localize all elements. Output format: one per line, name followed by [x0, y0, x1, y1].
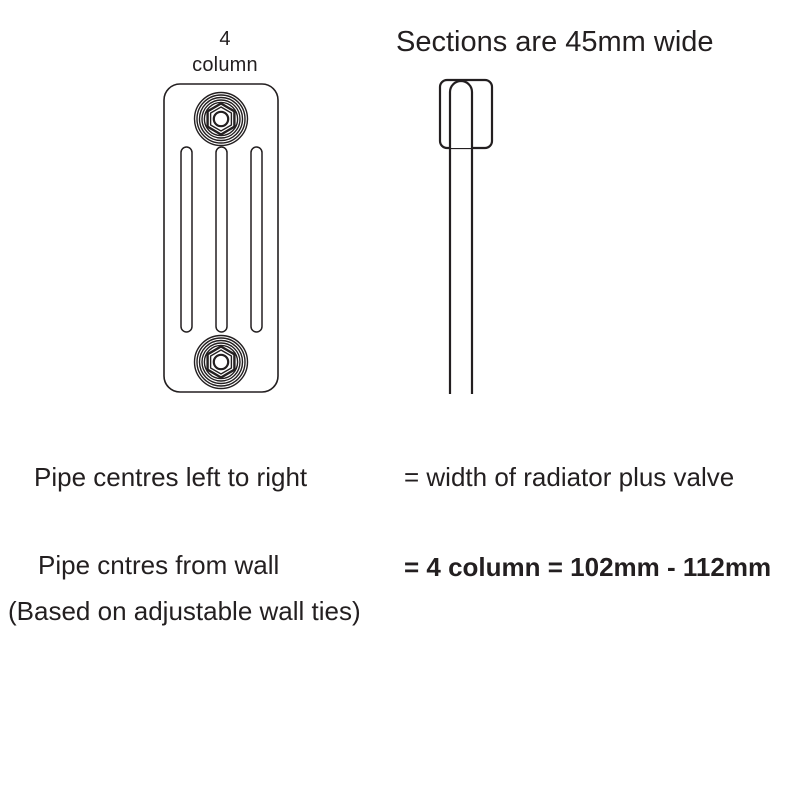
- front-view-label: 4 column: [150, 26, 300, 78]
- side-view-radiator: [438, 78, 494, 394]
- section-width-headline: Sections are 45mm wide: [396, 26, 714, 58]
- front-view-label-line1: 4: [219, 28, 231, 50]
- radiator-column-slots: [180, 146, 263, 333]
- note-row: Pipe centres left to right = width of ra…: [0, 460, 800, 506]
- radiator-technical-drawing: [163, 78, 494, 394]
- radiator-slot: [250, 146, 263, 333]
- front-view-label-line2: column: [192, 54, 258, 76]
- note-label: (Based on adjustable wall ties): [8, 596, 361, 626]
- radiator-slot: [180, 146, 193, 333]
- hex-nut-icon-top: [193, 91, 249, 147]
- note-label: Pipe centres left to right: [34, 462, 308, 492]
- side-view-arch-profile: [448, 79, 474, 148]
- note-row: (Based on adjustable wall ties): [0, 594, 800, 640]
- note-value: = width of radiator plus valve: [404, 462, 735, 492]
- note-label: Pipe cntres from wall: [38, 550, 280, 580]
- front-view-radiator: [163, 83, 279, 393]
- note-row: Pipe cntres from wall = 4 column = 102mm…: [0, 548, 800, 594]
- radiator-slot: [215, 146, 228, 333]
- note-value: = 4 column = 102mm - 112mm: [404, 552, 772, 582]
- hex-nut-icon-bottom: [193, 334, 249, 390]
